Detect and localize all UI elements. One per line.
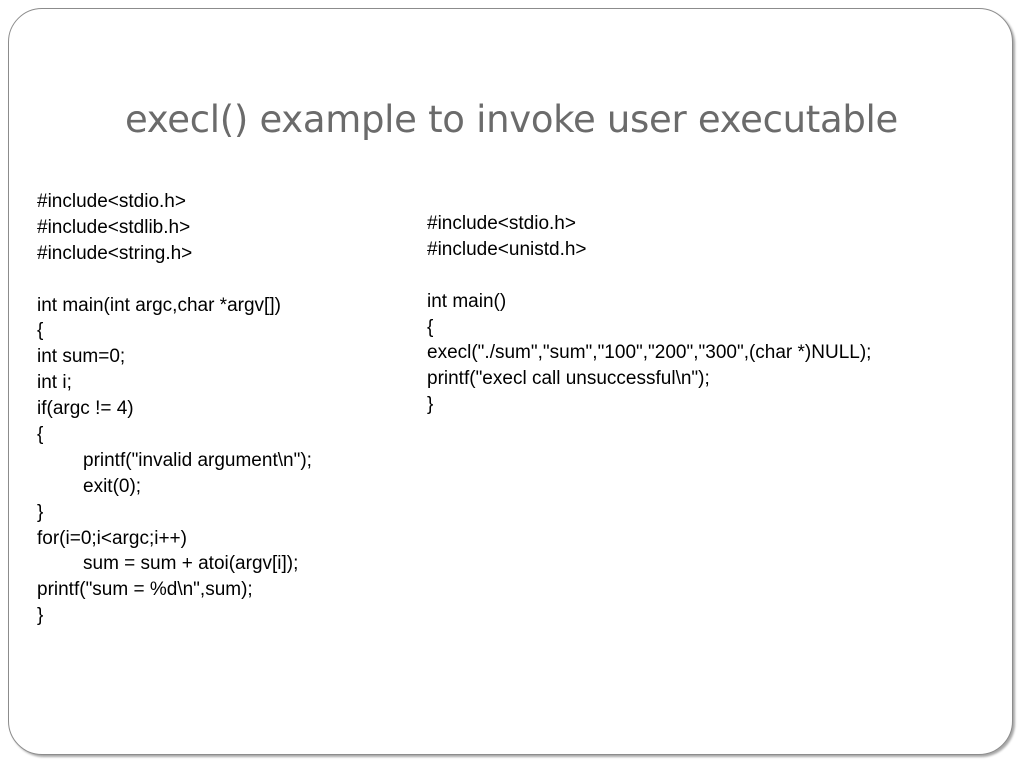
code-line: { xyxy=(37,424,44,446)
code-line: #include<stdlib.h> xyxy=(37,216,191,238)
code-line xyxy=(427,263,871,289)
slide-frame xyxy=(8,8,1013,755)
code-line: #include<stdio.h> xyxy=(427,213,576,234)
execl-program-code: #include<stdio.h> #include<unistd.h> int… xyxy=(427,211,871,418)
code-line: sum = sum + atoi(argv[i]); xyxy=(83,553,299,575)
sum-program-code: #include<stdio.h> #include<stdlib.h> #in… xyxy=(37,189,312,629)
code-line: printf("sum = %d\n",sum); xyxy=(37,579,253,601)
code-line: int i; xyxy=(37,372,72,394)
code-line: execl("./sum","sum","100","200","300",(c… xyxy=(427,342,872,364)
code-line: exit(0); xyxy=(83,475,142,497)
slide-title: execl() example to invoke user executabl… xyxy=(124,98,898,141)
code-line: int main(int argc,char *argv[]) xyxy=(37,294,281,316)
code-line: } xyxy=(37,605,44,627)
code-line: } xyxy=(427,394,434,416)
code-line: for(i=0;i<argc;i++) xyxy=(37,527,187,549)
code-line: printf("invalid argument\n"); xyxy=(83,449,312,471)
code-line: { xyxy=(37,320,44,342)
code-line: #include<stdio.h> xyxy=(37,191,186,212)
code-line: #include<string.h> xyxy=(37,242,193,264)
code-line: { xyxy=(427,316,434,338)
code-line: int sum=0; xyxy=(37,346,126,368)
code-line: printf("execl call unsuccessful\n"); xyxy=(427,368,710,390)
code-line xyxy=(37,267,312,293)
code-line: int main() xyxy=(427,290,507,312)
code-line: #include<unistd.h> xyxy=(427,238,587,260)
code-line: } xyxy=(37,501,44,523)
code-line: if(argc != 4) xyxy=(37,398,134,420)
